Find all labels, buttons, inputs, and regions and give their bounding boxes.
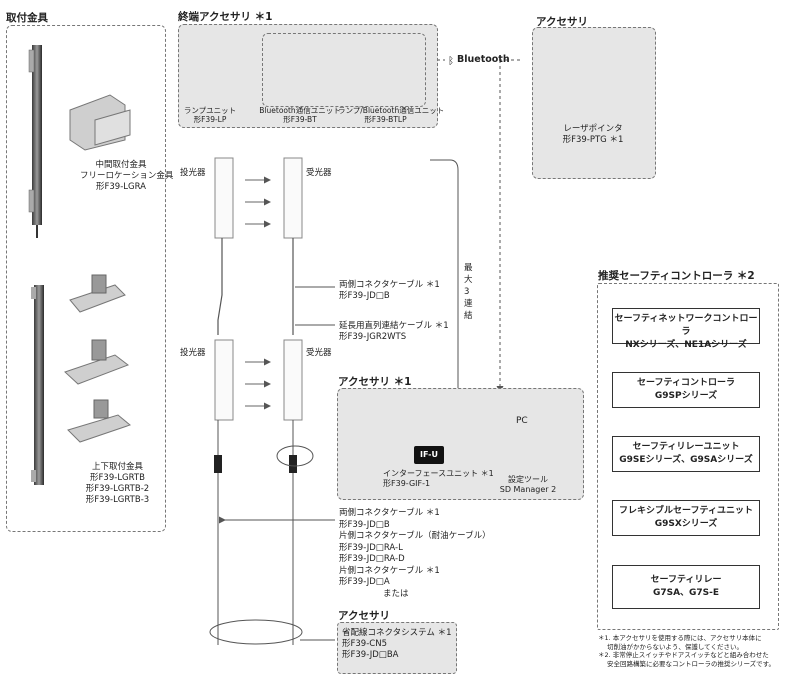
receiver-lower-label: 受光器 xyxy=(306,348,332,358)
terminal-bt-subpanel xyxy=(262,33,426,107)
receiver-upper-label: 受光器 xyxy=(306,168,332,178)
top-bottom-bracket-2-icon xyxy=(64,339,130,385)
light-curtain-short-icon xyxy=(31,285,44,485)
pc-label: PC xyxy=(516,416,528,426)
bluetooth-label: Bluetooth xyxy=(457,54,510,65)
emitter-lower-icon xyxy=(214,339,234,645)
emitter-upper-label: 投光器 xyxy=(180,168,206,178)
top-bottom-bracket-label: 上下取付金具 形F39-LGRTB 形F39-LGRTB-2 形F39-LGRT… xyxy=(85,462,150,505)
beam-arrows xyxy=(245,176,271,410)
mid-bracket-label: 中間取付金具 フリーロケーション金具 形F39-LGRA xyxy=(80,160,174,192)
accessory-top-title: アクセサリ xyxy=(536,16,588,28)
mid-bracket-icon xyxy=(69,94,131,151)
btlp-unit-label: ランプ/Bluetooth通信ユニット形F39-BTLP xyxy=(338,106,445,124)
receiver-lower-icon xyxy=(283,339,303,645)
wiring-highlight-ellipse xyxy=(209,619,303,645)
controller-title: 推奨セーフティコントローラ ＊2 xyxy=(598,270,755,282)
mounting-title: 取付金具 xyxy=(6,12,48,24)
accessory-mid-title: アクセサリ ＊1 xyxy=(338,376,412,388)
accessory-bottom-title: アクセサリ xyxy=(338,610,390,622)
footnotes: ＊1. 本アクセサリを使用する際には、アクセサリ本体に 切削油がかからないよう、… xyxy=(598,634,776,668)
accessory-bottom-panel xyxy=(337,622,457,674)
connector-highlight-ellipse xyxy=(276,445,314,467)
laser-pointer-label: レーザポインタ形F39-PTG ＊1 xyxy=(562,124,624,145)
wiring-system-label: 省配線コネクタシステム ＊1 形F39-CN5 形F39-JD□BA xyxy=(342,628,452,660)
bt-unit-label: Bluetooth通信ユニット形F39-BT xyxy=(259,106,341,124)
top-bottom-bracket-1-icon xyxy=(69,274,126,313)
terminal-title: 終端アクセサリ ＊1 xyxy=(178,11,273,23)
mounting-panel xyxy=(6,25,166,532)
terminal-accessory-panel xyxy=(178,24,438,128)
controller-panel xyxy=(597,283,779,630)
bottom-cable-list: 両側コネクタケーブル ＊1 形F39-JD□B 片側コネクタケーブル（耐油ケーブ… xyxy=(339,508,491,599)
lamp-unit-label: ランプユニット形F39-LP xyxy=(183,106,237,124)
ifu-badge: IF-U xyxy=(414,446,444,464)
receiver-upper-icon xyxy=(283,157,303,335)
top-bottom-bracket-3-icon xyxy=(67,399,132,443)
emitter-upper-icon xyxy=(214,157,234,335)
max-connection-label: 最大3連結 xyxy=(464,263,473,321)
emitter-lower-label: 投光器 xyxy=(180,348,206,358)
light-curtain-long-icon xyxy=(28,45,42,238)
accessory-top-panel xyxy=(532,27,656,179)
accessory-mid-panel xyxy=(337,388,584,500)
bluetooth-logo-icon: ᛒ xyxy=(448,56,454,67)
